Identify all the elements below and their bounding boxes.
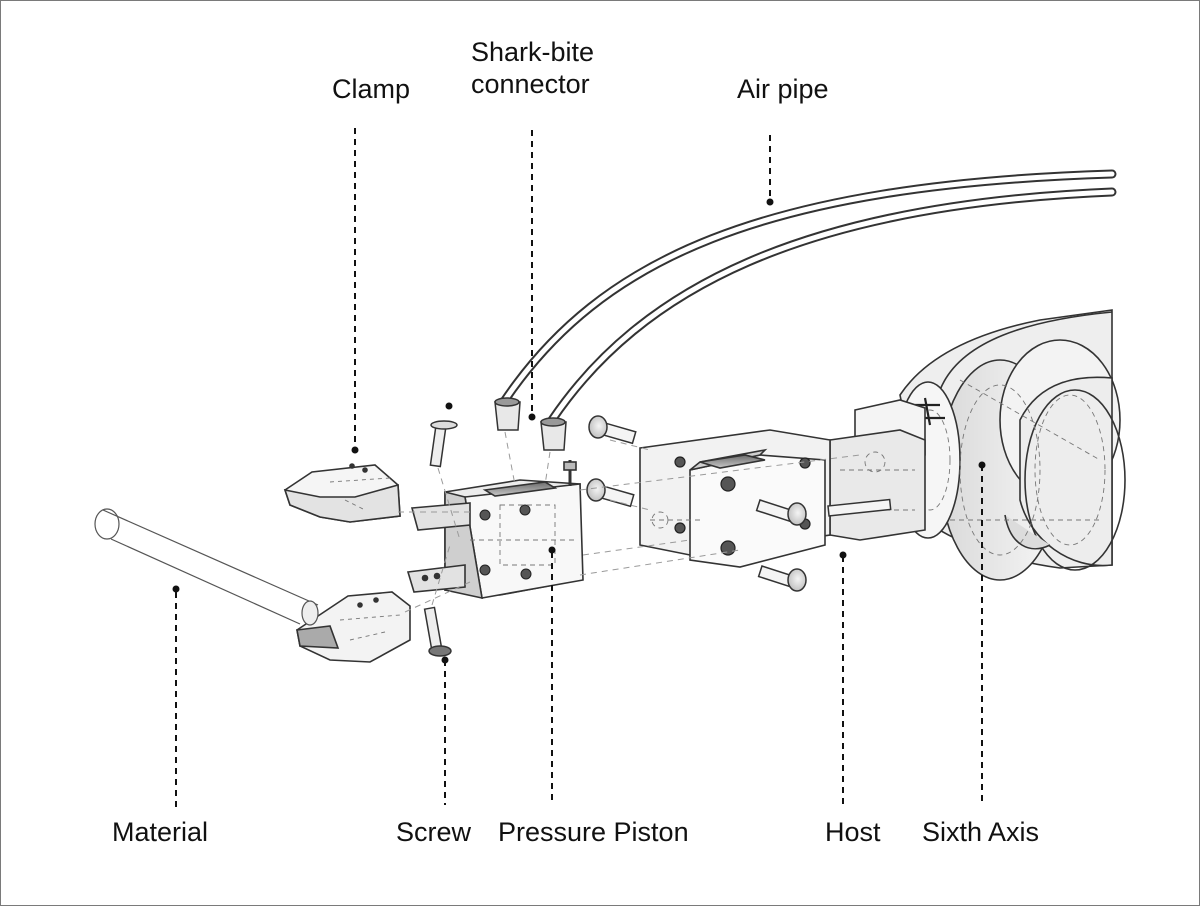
material-part [94, 508, 319, 626]
air-pipes [500, 169, 1117, 425]
clamp-parts [283, 463, 411, 663]
assembly-guide-lines [398, 431, 861, 613]
label-sixth-axis: Sixth Axis [922, 817, 1040, 847]
label-shark-bite-line2: connector [471, 69, 590, 99]
label-material: Material [112, 817, 209, 847]
host-bolts [586, 415, 892, 592]
label-shark-bite-connector: Shark-bite connector [471, 36, 594, 100]
label-air-pipe: Air pipe [737, 74, 829, 104]
leader-lines [175, 128, 983, 808]
pressure-piston-part [406, 460, 584, 600]
screws [423, 420, 458, 657]
shark-bite-connectors [494, 397, 567, 451]
label-pressure-piston: Pressure Piston [498, 817, 689, 847]
leader-dots [172, 198, 986, 664]
label-shark-bite-line1: Shark-bite [471, 37, 595, 67]
label-host: Host [825, 817, 881, 847]
label-screw: Screw [396, 817, 472, 847]
host-part [639, 399, 926, 568]
label-clamp: Clamp [332, 74, 411, 104]
sixth-axis-part [895, 309, 1126, 581]
